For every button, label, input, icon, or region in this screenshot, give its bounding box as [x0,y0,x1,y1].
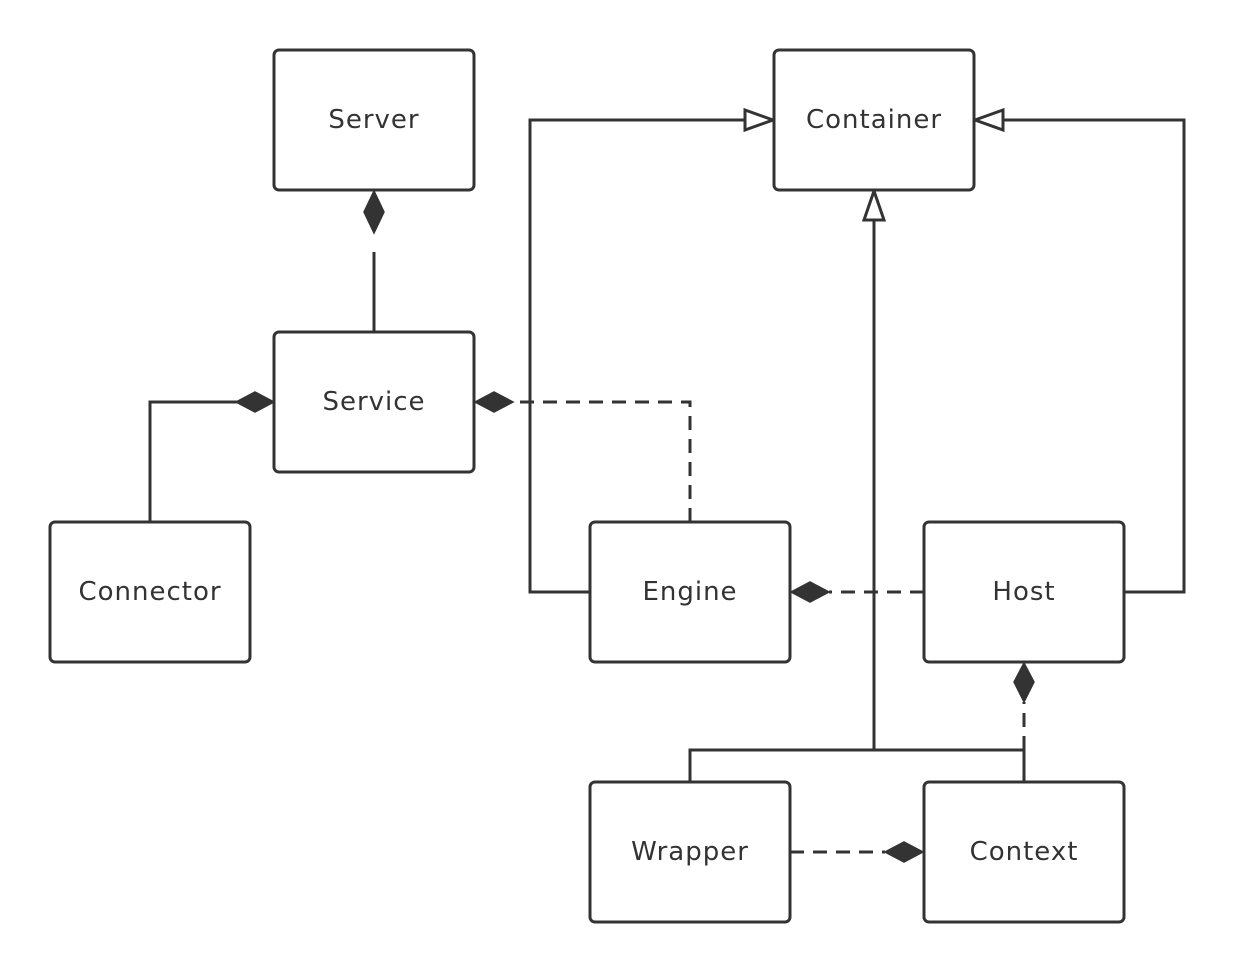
class-engine[interactable]: Engine [588,520,792,664]
class-label: Wrapper [631,837,749,867]
link-connector-service [148,400,237,522]
composition-diamond-icon [234,391,276,413]
composition-diamond-icon [1013,661,1035,704]
link-engine-service [513,400,692,522]
class-server[interactable]: Server [272,48,476,192]
class-service[interactable]: Service [272,330,476,474]
composition-diamond-icon [789,581,831,603]
composition-diamond-icon [363,189,385,235]
class-label: Server [328,105,419,135]
link-engine-container [528,118,745,594]
class-label: Engine [642,577,737,607]
composition-diamond-icon [473,391,515,413]
class-label: Host [992,577,1055,607]
class-label: Connector [78,577,221,607]
generalization-arrow-icon [970,107,1005,133]
class-wrapper[interactable]: Wrapper [588,780,792,924]
class-container[interactable]: Container [772,48,976,192]
class-host[interactable]: Host [922,520,1126,664]
composition-diamond-icon [883,841,925,863]
generalization-arrow-icon [743,107,778,133]
class-label: Container [806,105,942,135]
connectors [148,118,1186,854]
class-connector[interactable]: Connector [48,520,252,664]
class-context[interactable]: Context [922,780,1126,924]
markers [234,107,1035,863]
generalization-arrow-icon [861,186,887,222]
link-host-container [1003,118,1186,594]
link-wrapper-trunk [688,748,1026,782]
class-label: Context [970,837,1079,867]
class-label: Service [322,387,425,417]
